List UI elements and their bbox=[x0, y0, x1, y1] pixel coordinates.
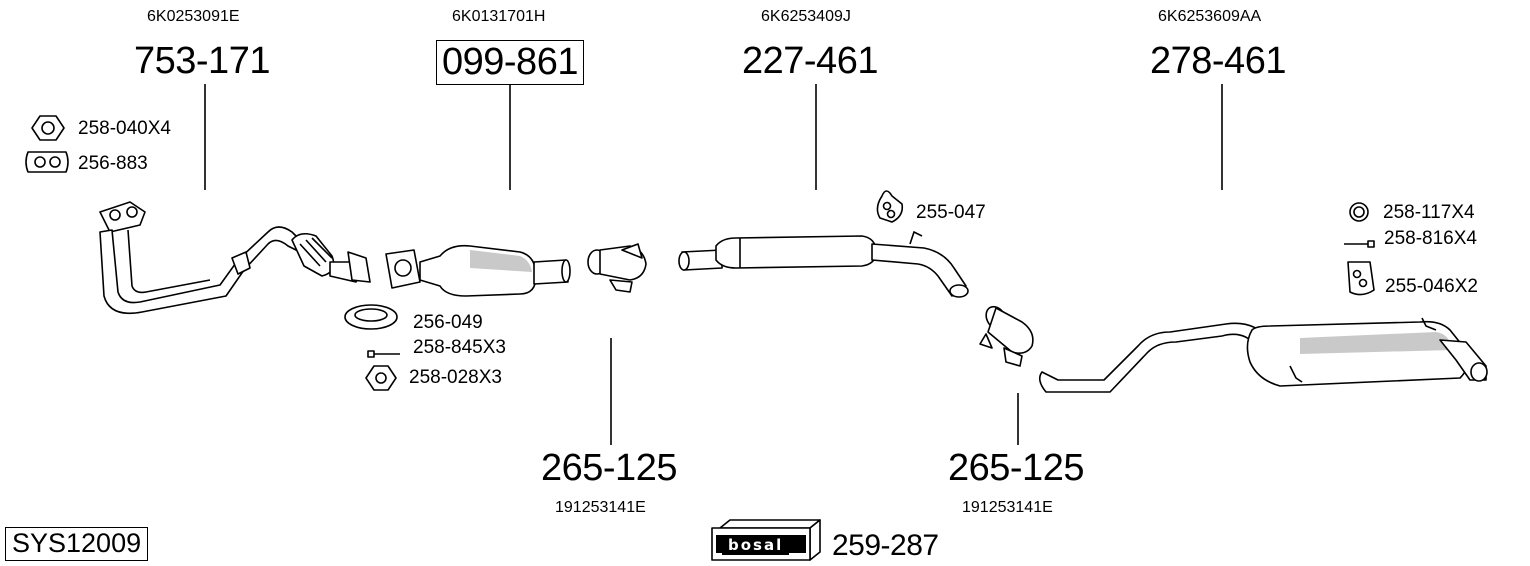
clamp-2-part bbox=[979, 305, 1034, 367]
catalytic-part bbox=[385, 244, 571, 297]
clamp-2-oe: 191253141E bbox=[962, 499, 1053, 516]
ring-rear-label[interactable]: 258-117X4 bbox=[1383, 202, 1475, 223]
front-pipe-tube bbox=[99, 226, 301, 315]
rear-silencer-body bbox=[1246, 320, 1469, 387]
clamp-1-part bbox=[587, 243, 647, 293]
middle-silencer-tail bbox=[871, 243, 967, 297]
front-pipe-oe: 6K0253091E bbox=[147, 8, 240, 25]
bosal-logo: bosal bbox=[722, 536, 790, 555]
middle-silencer-part bbox=[678, 230, 969, 298]
leader-lines bbox=[204, 84, 1223, 445]
middle-silencer-number[interactable]: 227-461 bbox=[742, 40, 878, 82]
bolt-cat-icon bbox=[367, 350, 400, 358]
gasket-front-label[interactable]: 256-883 bbox=[78, 153, 148, 174]
clamp-2-number[interactable]: 265-125 bbox=[948, 447, 1084, 489]
front-pipe-end-flange bbox=[347, 251, 371, 283]
catalytic-oe: 6K0131701H bbox=[452, 8, 546, 25]
bolt-rear-label[interactable]: 258-816X4 bbox=[1384, 228, 1477, 249]
nut-cat-icon bbox=[365, 365, 397, 391]
gasket-cat-icon bbox=[344, 304, 398, 330]
front-pipe-part bbox=[99, 201, 371, 315]
rubber-mid-label[interactable]: 255-047 bbox=[916, 202, 986, 223]
nut-cat-label[interactable]: 258-028X3 bbox=[409, 367, 502, 388]
clamp-1-number[interactable]: 265-125 bbox=[541, 447, 677, 489]
bolt-rear-icon bbox=[1344, 240, 1375, 248]
front-pipe-flex bbox=[291, 232, 335, 277]
middle-silencer-oe: 6K6253409J bbox=[761, 8, 851, 25]
nut-front-icon bbox=[31, 115, 65, 141]
rear-silencer-part bbox=[1038, 317, 1488, 393]
rubber-mid-icon bbox=[876, 190, 904, 223]
catalytic-number[interactable]: 099-861 bbox=[436, 40, 584, 85]
rear-silencer-oe: 6K6253609AA bbox=[1158, 8, 1262, 25]
gasket-cat-label[interactable]: 256-049 bbox=[413, 312, 483, 333]
ring-rear-icon bbox=[1349, 202, 1369, 222]
rear-silencer-number[interactable]: 278-461 bbox=[1150, 40, 1286, 82]
bolt-cat-label[interactable]: 258-845X3 bbox=[413, 337, 506, 358]
mount-kit-label[interactable]: 259-287 bbox=[832, 529, 939, 562]
gasket-front-icon bbox=[25, 151, 69, 173]
clamp-1-oe: 191253141E bbox=[555, 499, 646, 516]
front-pipe-flange bbox=[99, 201, 146, 233]
catalytic-outlet bbox=[533, 259, 569, 285]
nut-front-label[interactable]: 258-040X4 bbox=[78, 118, 171, 139]
rubber-rear-icon bbox=[1347, 261, 1375, 296]
system-code: SYS12009 bbox=[5, 527, 149, 561]
front-pipe-bracket bbox=[231, 251, 251, 275]
rubber-rear-label[interactable]: 255-046X2 bbox=[1385, 276, 1478, 297]
front-pipe-number[interactable]: 753-171 bbox=[134, 40, 270, 82]
